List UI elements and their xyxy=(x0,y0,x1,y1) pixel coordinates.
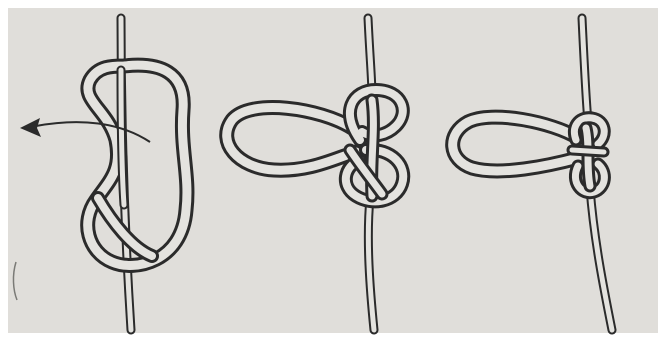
paper-shading xyxy=(8,8,658,333)
standing-rope-1-over xyxy=(121,70,124,205)
